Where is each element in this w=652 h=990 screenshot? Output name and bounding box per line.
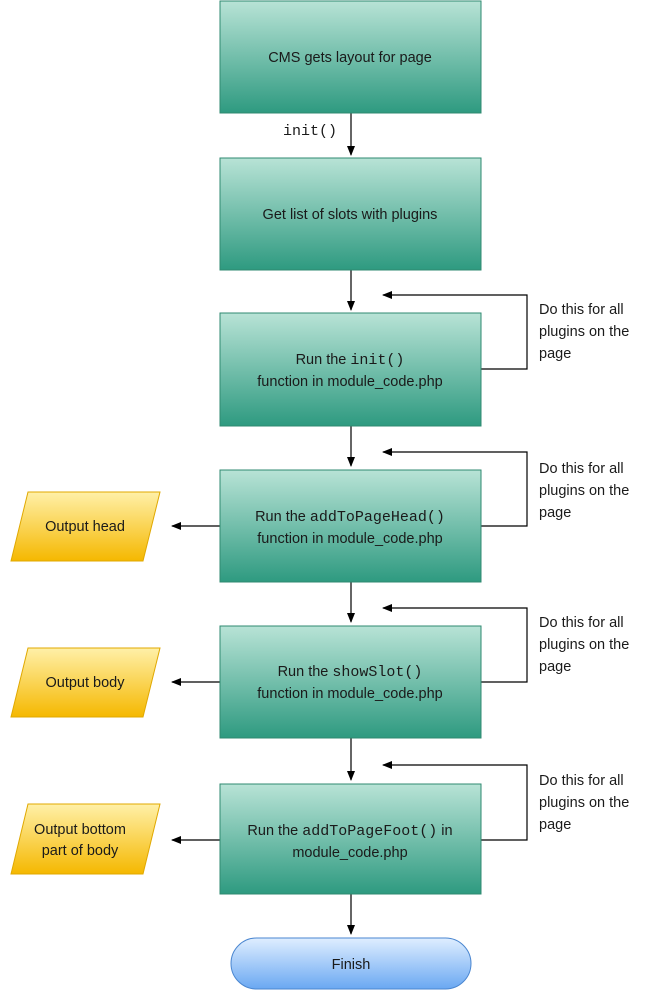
node-run-slot: Run the showSlot() function in module_co… [219, 625, 482, 739]
loop-note-slot-line3: page [539, 659, 571, 675]
node-get-slots-text: Get list of slots with plugins [263, 207, 438, 223]
loop-note-foot-line1: Do this for all [539, 773, 624, 789]
node-run-head-line1: Run the addToPageHead() [255, 509, 445, 526]
loop-note-init-line1: Do this for all [539, 302, 624, 318]
output-body: Output body [10, 647, 161, 718]
loop-note-init-line3: page [539, 346, 571, 362]
output-body-text: Output body [46, 675, 126, 691]
output-bottom-line2: part of body [42, 843, 119, 859]
node-finish: Finish [230, 937, 472, 990]
node-run-slot-line2: function in module_code.php [257, 686, 442, 702]
node-get-slots: Get list of slots with plugins [219, 157, 482, 271]
loop-note-head: Do this for all plugins on the page [539, 461, 629, 521]
connectors [171, 113, 528, 935]
loop-note-slot-line1: Do this for all [539, 615, 624, 631]
loop-slot [382, 604, 528, 683]
loop-note-head-line1: Do this for all [539, 461, 624, 477]
node-cms-layout-text: CMS gets layout for page [268, 50, 432, 66]
loop-note-slot: Do this for all plugins on the page [539, 615, 629, 675]
loop-note-foot-line2: plugins on the [539, 795, 629, 811]
node-finish-text: Finish [332, 957, 371, 973]
loop-head [382, 448, 528, 527]
node-run-head-line2: function in module_code.php [257, 531, 442, 547]
loop-foot [382, 761, 528, 841]
node-run-init: Run the init() function in module_code.p… [219, 312, 482, 427]
loop-note-init: Do this for all plugins on the page [539, 302, 629, 362]
loop-note-head-line3: page [539, 505, 571, 521]
node-cms-layout: CMS gets layout for page [219, 0, 482, 114]
loop-note-slot-line2: plugins on the [539, 637, 629, 653]
loop-init [382, 291, 528, 370]
node-run-foot: Run the addToPageFoot() in module_code.p… [219, 783, 482, 895]
output-bottom: Output bottom part of body [10, 803, 161, 875]
edge-label-init: init() [283, 123, 337, 140]
node-run-init-line2: function in module_code.php [257, 374, 442, 390]
output-head-text: Output head [45, 519, 125, 535]
loop-note-init-line2: plugins on the [539, 324, 629, 340]
output-bottom-line1: Output bottom [34, 822, 126, 838]
node-run-foot-line2: module_code.php [292, 845, 407, 861]
node-run-foot-line1: Run the addToPageFoot() in [247, 823, 452, 840]
node-run-head: Run the addToPageHead() function in modu… [219, 469, 482, 583]
output-head: Output head [10, 491, 161, 562]
loop-note-head-line2: plugins on the [539, 483, 629, 499]
loop-note-foot-line3: page [539, 817, 571, 833]
node-run-init-line1: Run the init() [296, 352, 405, 369]
node-run-slot-line1: Run the showSlot() [278, 664, 423, 681]
loop-note-foot: Do this for all plugins on the page [539, 773, 629, 833]
